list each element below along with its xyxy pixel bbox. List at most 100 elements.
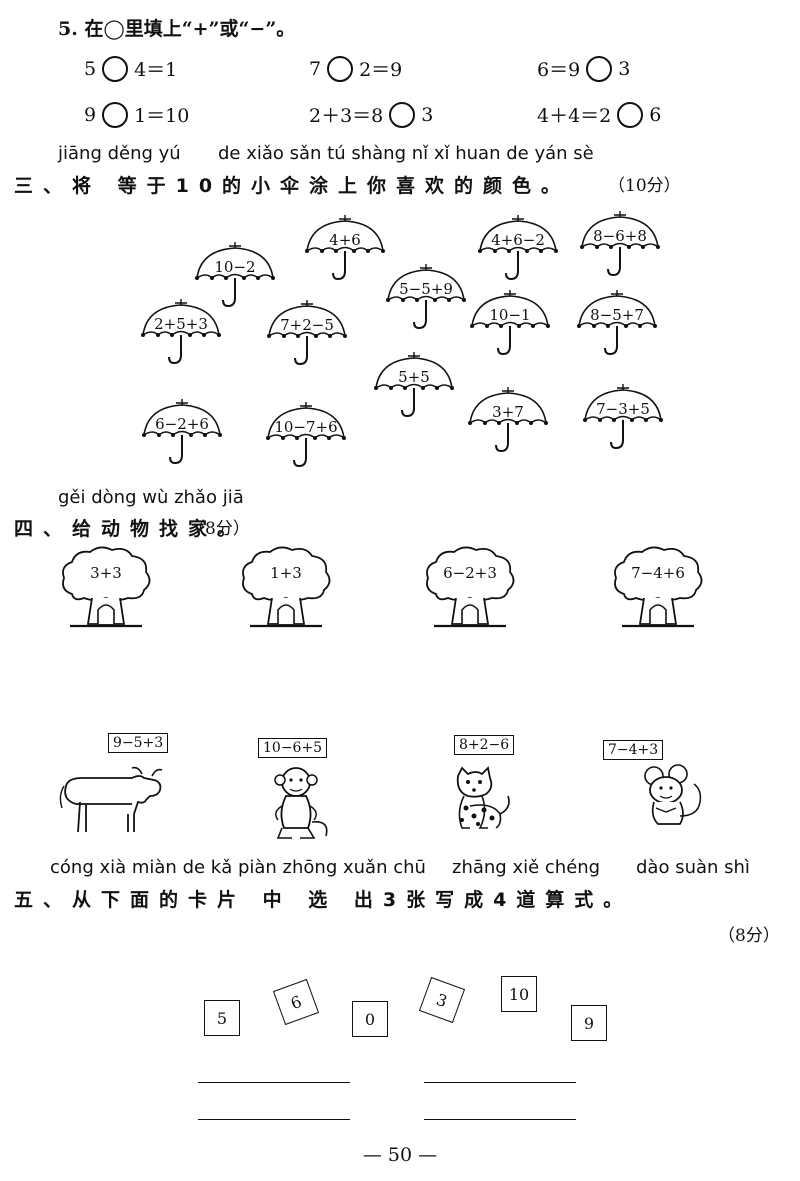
answer-line[interactable]: [424, 1082, 576, 1083]
umbrella-icon: [142, 399, 222, 465]
equation-left: 5: [84, 57, 97, 80]
leopard-icon[interactable]: [448, 766, 518, 840]
number-card: 5: [204, 1000, 240, 1036]
umbrella[interactable]: 6−2+6: [140, 397, 224, 473]
section-heading: 四、给动物找家。: [14, 518, 247, 540]
blank-circle[interactable]: [586, 55, 613, 82]
score-label: （8分）: [188, 519, 250, 539]
umbrella[interactable]: 10−2: [193, 240, 277, 316]
equation-right: 2＝9: [359, 59, 403, 81]
pinyin-line: gěi dòng wù zhǎo jiā: [58, 487, 244, 508]
umbrella[interactable]: 8−6+8: [578, 209, 662, 285]
equation-left: 6＝9: [537, 59, 581, 81]
equation-left: 9: [84, 103, 97, 126]
umbrella-icon: [266, 402, 346, 468]
umbrella[interactable]: 7+2−5: [265, 298, 349, 374]
page-number: — 50 —: [362, 1144, 438, 1166]
blank-circle[interactable]: [389, 101, 416, 128]
equation-right: 6: [649, 103, 662, 126]
tree-house[interactable]: 7−4+6: [610, 544, 706, 628]
umbrella-expression: 8−6+8: [593, 227, 647, 245]
monkey-icon[interactable]: [268, 762, 338, 846]
tree-expression: 3+3: [90, 564, 122, 582]
umbrella-icon: [267, 300, 347, 366]
tree-expression: 1+3: [270, 564, 302, 582]
equation: 9 1＝10: [84, 101, 189, 128]
umbrella-icon: [583, 384, 663, 450]
number-card: 6: [272, 978, 320, 1026]
animal-expression-tag: 9−5+3: [108, 733, 169, 753]
umbrella-expression: 6−2+6: [155, 415, 209, 433]
umbrella[interactable]: 10−7+6: [264, 400, 348, 476]
q5-title: 5. 在◯里填上“+”或“−”。: [58, 18, 296, 40]
umbrella-icon: [470, 290, 550, 356]
umbrella-expression: 5−5+9: [399, 280, 453, 298]
umbrella-expression: 5+5: [398, 368, 430, 386]
umbrella-expression: 8−5+7: [590, 306, 644, 324]
number-card: 10: [501, 976, 537, 1012]
equation-right: 1＝10: [134, 105, 190, 127]
umbrella-expression: 2+5+3: [154, 315, 208, 333]
umbrella[interactable]: 4+6: [303, 213, 387, 289]
equation: 6＝9 3: [537, 55, 630, 82]
equation-left: 4＋4＝2: [537, 105, 612, 127]
umbrella[interactable]: 2+5+3: [139, 297, 223, 373]
answer-line[interactable]: [198, 1082, 350, 1083]
pinyin-line: dào suàn shì: [636, 857, 750, 878]
umbrella[interactable]: 4+6−2: [476, 213, 560, 289]
umbrella[interactable]: 3+7: [466, 385, 550, 461]
answer-line[interactable]: [424, 1119, 576, 1120]
blank-circle[interactable]: [102, 101, 129, 128]
blank-circle[interactable]: [617, 101, 644, 128]
equation-right: 4＝1: [134, 59, 178, 81]
umbrella-expression: 3+7: [492, 403, 524, 421]
umbrella-icon: [580, 211, 660, 277]
number-card: 0: [352, 1001, 388, 1037]
tree-icon: [242, 546, 331, 628]
equation-right: 3: [618, 57, 631, 80]
ox-icon[interactable]: [58, 756, 168, 840]
pinyin-line: jiāng děng yú: [58, 143, 181, 164]
section-heading: 三、将 等于10的小伞涂上你喜欢的颜色。: [14, 175, 571, 197]
mouse-icon[interactable]: [640, 762, 710, 836]
animal-expression-tag: 10−6+5: [258, 738, 328, 758]
tree-icon: [426, 546, 515, 628]
equation-left: 7: [309, 57, 322, 80]
umbrella-expression: 4+6−2: [491, 231, 545, 249]
tree-house[interactable]: 1+3: [238, 544, 334, 628]
umbrella-icon: [305, 215, 385, 281]
equation: 5 4＝1: [84, 55, 177, 82]
tree-house[interactable]: 6−2+3: [422, 544, 518, 628]
umbrella-icon: [478, 215, 558, 281]
umbrella[interactable]: 10−1: [468, 288, 552, 364]
umbrella-icon: [468, 387, 548, 453]
number-card: 9: [571, 1005, 607, 1041]
umbrella-icon: [195, 242, 275, 308]
umbrella[interactable]: 8−5+7: [575, 288, 659, 364]
umbrella-expression: 10−2: [214, 258, 256, 276]
animal-expression-tag: 7−4+3: [603, 740, 664, 760]
answer-line[interactable]: [198, 1119, 350, 1120]
blank-circle[interactable]: [327, 55, 354, 82]
blank-circle[interactable]: [102, 55, 129, 82]
umbrella[interactable]: 7−3+5: [581, 382, 665, 458]
tree-expression: 7−4+6: [631, 564, 685, 582]
umbrella[interactable]: 5+5: [372, 350, 456, 426]
tree-expression: 6−2+3: [443, 564, 497, 582]
equation-left: 2＋3＝8: [309, 105, 384, 127]
umbrella-icon: [577, 290, 657, 356]
umbrella-icon: [374, 352, 454, 418]
tree-house[interactable]: 3+3: [58, 544, 154, 628]
equation: 4＋4＝2 6: [537, 101, 661, 128]
umbrella-icon: [386, 264, 466, 330]
umbrella-expression: 7−3+5: [596, 400, 650, 418]
umbrella[interactable]: 5−5+9: [384, 262, 468, 338]
animal-expression-tag: 8+2−6: [454, 735, 515, 755]
umbrella-icon: [141, 299, 221, 365]
section-heading: 五、从下面的卡片 中 选 出3张写成4道算式。: [14, 889, 633, 911]
number-card: 3: [418, 976, 466, 1024]
umbrella-expression: 4+6: [329, 231, 361, 249]
pinyin-line: cóng xià miàn de kǎ piàn zhōng xuǎn chū: [50, 857, 426, 878]
pinyin-line: de xiǎo sǎn tú shàng nǐ xǐ huan de yán s…: [218, 143, 594, 164]
